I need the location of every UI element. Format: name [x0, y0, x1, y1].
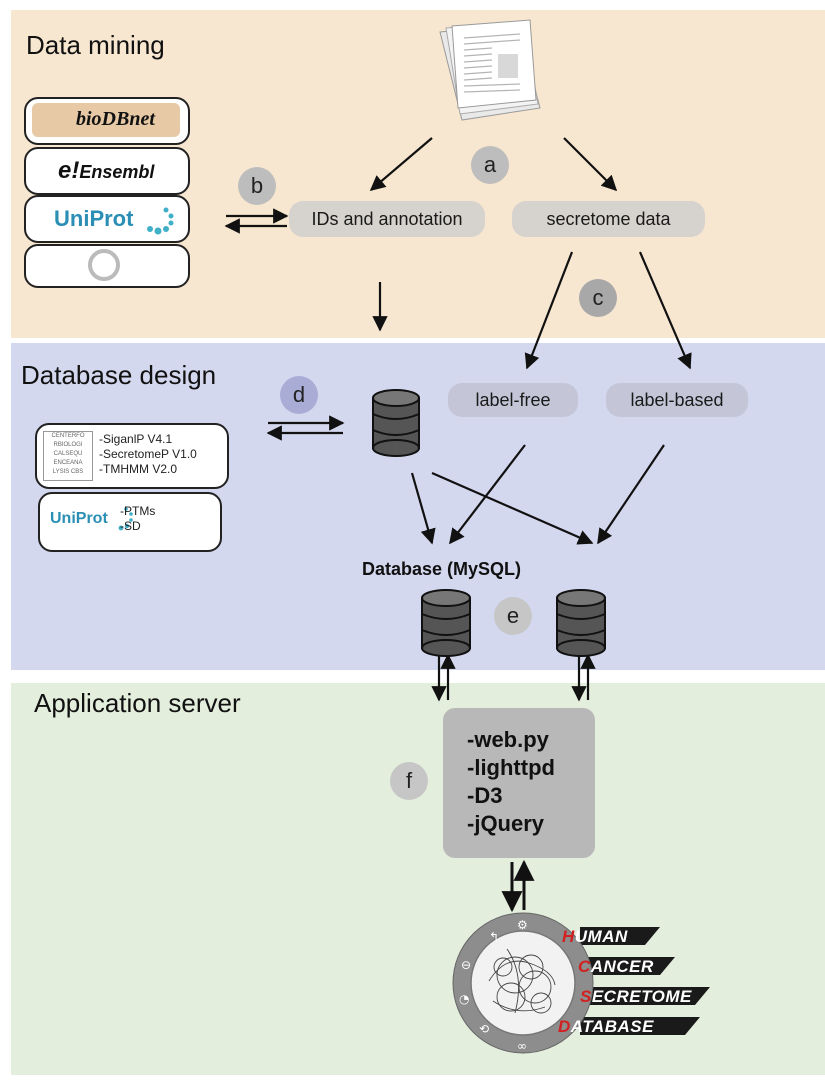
ensembl-label: Ensembl — [79, 162, 155, 182]
arrow-paper-to-ids — [369, 137, 433, 191]
mysql-db-left-icon — [421, 589, 471, 657]
arrow-paper-to-secretome — [563, 137, 618, 192]
uniprot-logo: UniProt — [24, 195, 190, 243]
svg-text:↰: ↰ — [489, 930, 499, 944]
uniprot-label: UniProt — [54, 206, 134, 231]
arrow-db-to-mysql-left — [410, 472, 436, 545]
tool-tmhmm: -TMHMM V2.0 — [99, 462, 177, 476]
hcsd-line-database: DATABASE — [558, 1017, 654, 1036]
svg-text:⚙: ⚙ — [517, 918, 528, 932]
server-stack-list: -web.py -lighttpd -D3 -jQuery — [467, 726, 555, 838]
cbs-tools-list: -SiganlP V4.1 -SecretomeP V1.0 -TMHMM V2… — [99, 432, 197, 477]
step-f-marker: f — [390, 762, 428, 800]
tool-signalp: -SiganlP V4.1 — [99, 432, 173, 446]
arrow-labelfree-to-mysql — [449, 444, 526, 545]
arrow-secretome-to-labelbased — [638, 251, 692, 370]
server-item-lighttpd: -lighttpd — [467, 755, 555, 780]
server-item-jquery: -jQuery — [467, 811, 545, 836]
copyright-circle-icon — [88, 249, 120, 281]
step-e-marker: e — [494, 597, 532, 635]
uniprot-tools-list: -PTMs -SD — [120, 504, 155, 534]
uniprot-small-label: UniProt — [50, 510, 108, 527]
arrow-db-to-mysql-right — [431, 471, 594, 545]
tool-secretomep: -SecretomeP V1.0 — [99, 447, 197, 461]
tool-ptms: -PTMs — [120, 504, 156, 518]
mysql-database-label: Database (MySQL) — [362, 559, 522, 579]
application-server-title: Application server — [34, 688, 241, 718]
database-icon — [372, 389, 420, 457]
biodbnet-label: bioDBnet — [76, 108, 155, 130]
step-b-marker: b — [238, 167, 276, 205]
arrow-labelbased-to-mysql — [597, 444, 665, 545]
mysql-db-right-icon — [556, 589, 606, 657]
label-free-node: label-free — [448, 383, 578, 417]
ensembl-logo: e!Ensembl — [24, 147, 190, 195]
svg-text:∞: ∞ — [517, 1039, 527, 1053]
data-mining-title: Data mining — [26, 30, 165, 60]
step-d-marker: d — [280, 376, 318, 414]
server-item-webpy: -web.py — [467, 727, 549, 752]
svg-text:⊖: ⊖ — [461, 958, 471, 972]
arrow-secretome-to-labelfree — [524, 251, 574, 370]
uniprot-small-dots-icon — [116, 504, 136, 534]
ids-annotation-node: IDs and annotation — [289, 201, 485, 237]
server-stack-box: -web.py -lighttpd -D3 -jQuery — [443, 708, 595, 858]
ensembl-e-mark: e! — [58, 157, 80, 184]
server-item-d3: -D3 — [467, 783, 503, 808]
label-based-node: label-based — [606, 383, 748, 417]
paper-stack-icon — [439, 19, 541, 121]
step-a-marker: a — [471, 146, 509, 184]
hcsd-line-secretome: SECRETOME — [580, 987, 692, 1006]
svg-text:◔: ◔ — [459, 992, 469, 1006]
database-design-title: Database design — [21, 360, 217, 390]
secretome-data-node: secretome data — [512, 201, 705, 237]
hcsd-line-human: HUMAN — [562, 927, 628, 946]
tool-sd: -SD — [120, 519, 141, 533]
copyright-logo — [24, 244, 190, 288]
hcsd-line-cancer: CANCER — [578, 957, 654, 976]
biodbnet-logo: bioDBnet — [24, 97, 190, 145]
uniprot-tools-box: UniProt -PTMs -SD — [38, 492, 222, 552]
application-server-panel — [11, 683, 825, 1075]
svg-text:⟲: ⟲ — [479, 1022, 489, 1036]
uniprot-dots-icon — [144, 205, 174, 235]
hcsd-portal-logo: ⚙ ↰ ⊖ ◔ ⟲ ∞ — [452, 912, 710, 1054]
step-c-marker: c — [579, 279, 617, 317]
